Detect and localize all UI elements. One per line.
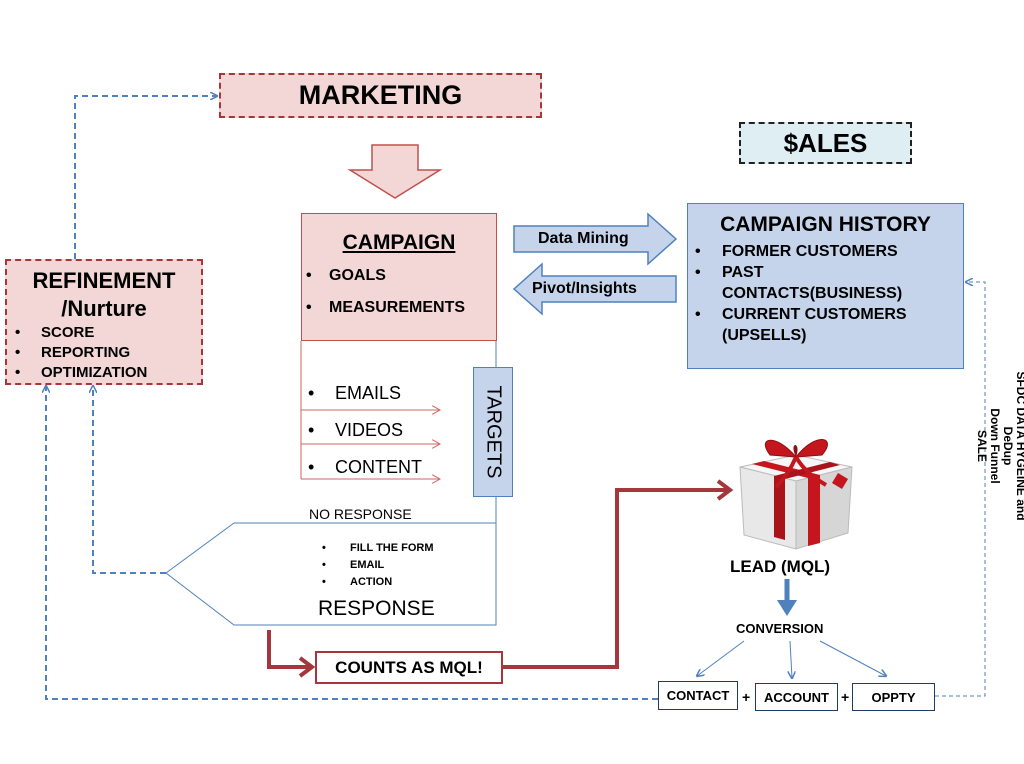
contact-box: CONTACT xyxy=(658,681,738,710)
mql-to-lead-arrow xyxy=(503,479,734,669)
plus-sign: + xyxy=(841,689,850,705)
targets-label: TARGETS xyxy=(482,385,505,479)
refinement-item: REPORTING xyxy=(7,343,147,363)
history-item: CURRENT CUSTOMERS (UPSELLS) xyxy=(688,304,942,346)
campaign-history-list: FORMER CUSTOMERS PAST CONTACTS(BUSINESS)… xyxy=(688,241,942,346)
marketing-down-arrow xyxy=(347,144,443,199)
response-feedback-line xyxy=(93,386,166,574)
refinement-title-line1: REFINEMENT xyxy=(32,268,176,293)
refinement-item: OPTIMIZATION xyxy=(7,363,147,383)
conversion-to-account-arrow xyxy=(790,640,792,678)
outcome-feedback-line xyxy=(46,386,658,700)
response-to-mql-arrow xyxy=(267,630,316,678)
sfdc-line: Down Funnel xyxy=(988,408,1002,484)
account-box: ACCOUNT xyxy=(755,683,838,711)
counts-as-mql-box: COUNTS AS MQL! xyxy=(315,651,503,684)
account-label: ACCOUNT xyxy=(764,689,829,705)
channel-item: EMAILS xyxy=(308,381,422,418)
campaign-box: CAMPAIGN GOALS MEASUREMENTS xyxy=(301,213,497,341)
refinement-title-line2: /Nurture xyxy=(61,296,147,321)
oppty-box: OPPTY xyxy=(852,683,935,711)
conversion-label: CONVERSION xyxy=(736,621,824,636)
campaign-title: CAMPAIGN xyxy=(342,231,456,254)
sfdc-line: DeDup xyxy=(1001,426,1015,466)
oppty-label: OPPTY xyxy=(871,689,916,705)
counts-as-mql-label: COUNTS AS MQL! xyxy=(335,657,483,677)
refinement-list: SCORE REPORTING OPTIMIZATION xyxy=(7,323,147,383)
lead-to-conversion-arrowhead xyxy=(777,600,797,616)
lead-label: LEAD (MQL) xyxy=(730,557,831,576)
conversion-to-contact-arrow xyxy=(697,640,745,676)
data-mining-label: Data Mining xyxy=(538,230,629,247)
marketing-title: MARKETING xyxy=(298,80,463,110)
response-action-item: ACTION xyxy=(322,574,434,591)
response-action-item: EMAIL xyxy=(322,557,434,574)
no-response-label: NO RESPONSE xyxy=(309,506,412,522)
campaign-item: GOALS xyxy=(302,266,465,298)
sales-feedback-line xyxy=(935,282,986,697)
refinement-item: SCORE xyxy=(7,323,147,343)
channel-item: VIDEOS xyxy=(308,418,422,455)
sfdc-line: SFDC DATA HYGEINE and xyxy=(1014,371,1024,521)
channel-item: CONTENT xyxy=(308,455,422,492)
response-funnel xyxy=(165,497,497,626)
data-mining-arrow xyxy=(513,212,678,266)
sales-title: $ALES xyxy=(783,127,868,158)
sfdc-side-label-text: SFDC DATA HYGEINE and DeDup Down Funnel … xyxy=(975,371,1024,520)
pivot-insights-arrow xyxy=(512,262,677,316)
history-item: PAST CONTACTS(BUSINESS) xyxy=(688,262,932,304)
response-actions-list: FILL THE FORM EMAIL ACTION xyxy=(322,540,434,591)
campaign-history-title: CAMPAIGN HISTORY xyxy=(720,213,931,236)
plus-sign: + xyxy=(742,689,751,705)
channel-list: EMAILS VIDEOS CONTENT xyxy=(308,381,422,492)
gift-box-icon xyxy=(739,439,853,550)
campaign-item: MEASUREMENTS xyxy=(302,298,465,330)
campaign-list: GOALS MEASUREMENTS xyxy=(302,266,465,330)
response-label: RESPONSE xyxy=(318,597,435,620)
sales-box: $ALES xyxy=(739,122,912,164)
campaign-history-box: CAMPAIGN HISTORY FORMER CUSTOMERS PAST C… xyxy=(687,203,964,369)
refinement-box: REFINEMENT /Nurture SCORE REPORTING OPTI… xyxy=(5,259,203,385)
pivot-insights-label: Pivot/Insights xyxy=(532,280,637,297)
response-action-item: FILL THE FORM xyxy=(322,540,434,557)
history-item: FORMER CUSTOMERS xyxy=(688,241,942,262)
conversion-to-oppty-arrow xyxy=(819,640,886,676)
refinement-title: REFINEMENT /Nurture xyxy=(7,267,201,323)
sfdc-side-label: SFDC DATA HYGEINE and DeDup Down Funnel … xyxy=(975,356,1024,536)
targets-box: TARGETS xyxy=(473,367,513,497)
contact-label: CONTACT xyxy=(666,688,730,703)
marketing-box: MARKETING xyxy=(219,73,542,118)
refinement-to-marketing-line xyxy=(74,96,217,259)
sfdc-line: SALE xyxy=(975,429,989,462)
